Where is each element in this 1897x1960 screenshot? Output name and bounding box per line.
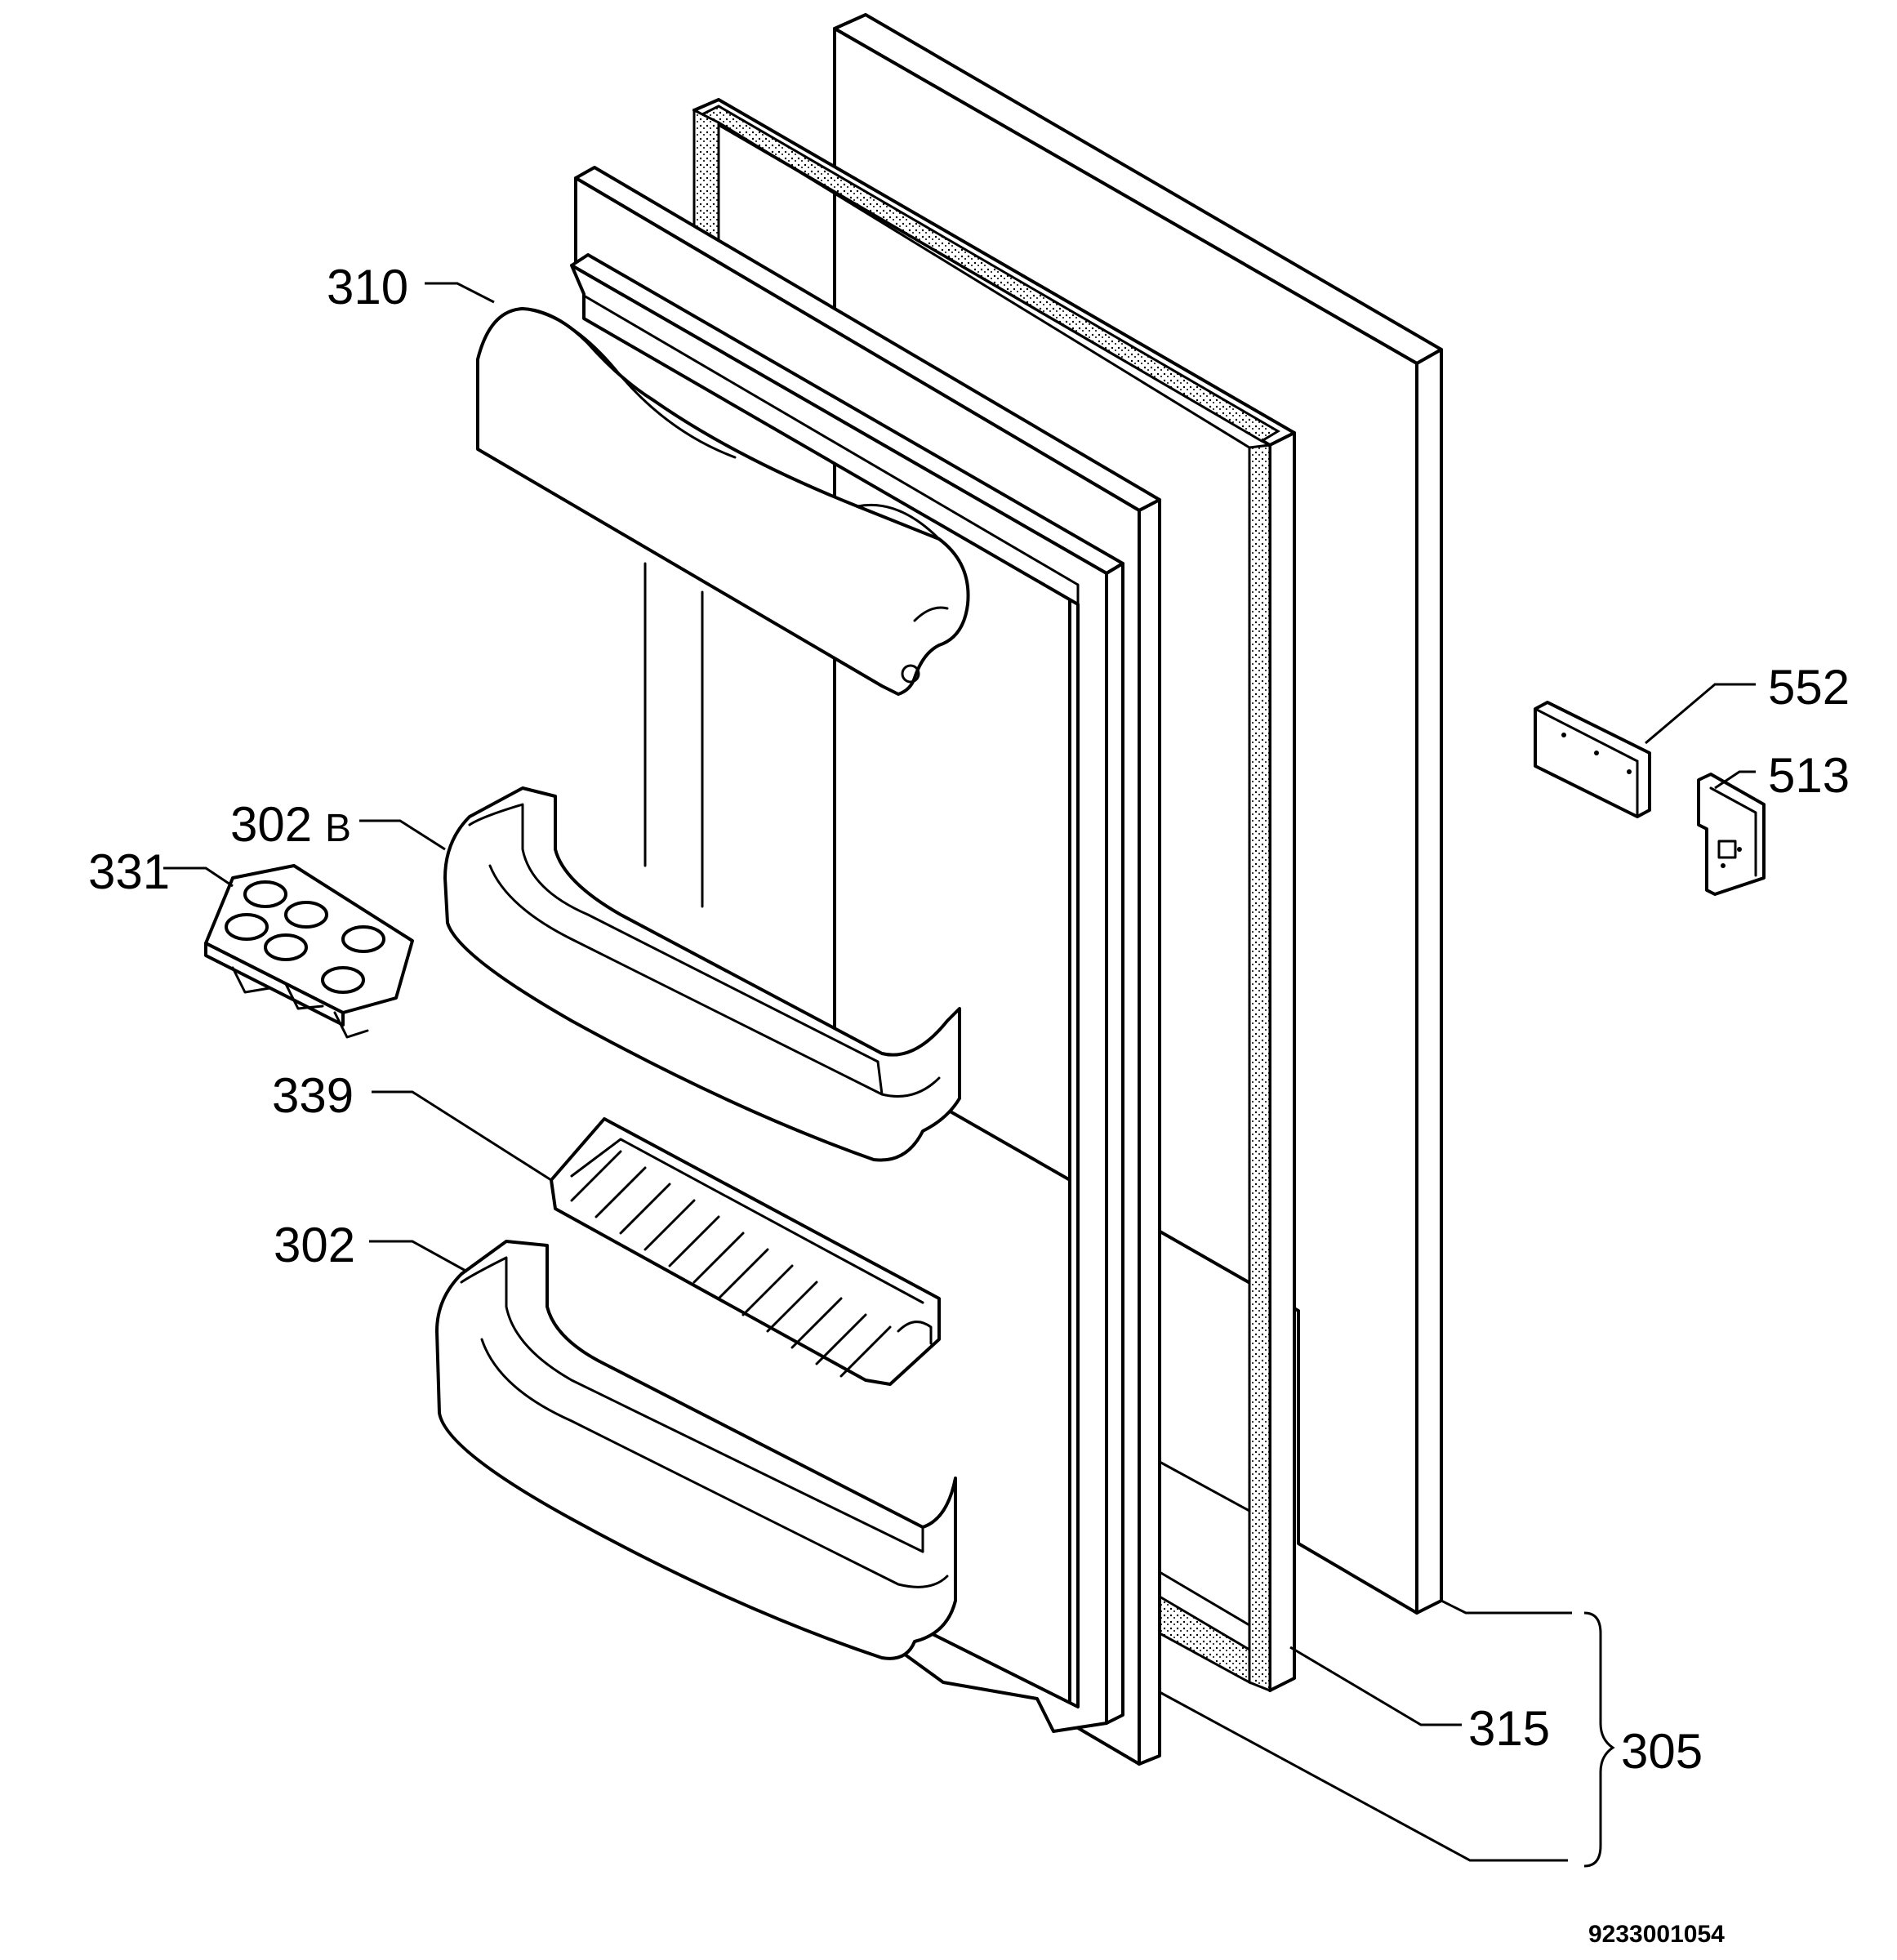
leader-331	[163, 866, 234, 888]
leader-513	[1714, 770, 1756, 790]
callout-305: 305	[1621, 1724, 1703, 1779]
brace-305	[1583, 1611, 1615, 1868]
callout-302: 302	[274, 1218, 355, 1272]
callout-552: 552	[1768, 660, 1850, 715]
door-inner-panel	[570, 253, 1124, 1733]
callout-331: 331	[88, 844, 170, 899]
hinge-bracket	[1697, 773, 1766, 896]
leader-339	[372, 1090, 552, 1182]
callout-315: 315	[1468, 1701, 1550, 1756]
leader-552	[1645, 683, 1756, 745]
callout-513: 513	[1768, 748, 1850, 803]
egg-tray	[204, 864, 414, 1039]
upper-door-shelf	[443, 786, 961, 1162]
callout-310: 310	[327, 260, 408, 314]
leader-302B	[359, 819, 446, 851]
leader-302	[369, 1240, 468, 1273]
callout-302B: 302	[230, 797, 312, 852]
leader-305-bottom	[1159, 1690, 1568, 1862]
callout-labels: 310 302 B 331 339 302 552 513 315 305 92…	[88, 260, 1850, 1948]
leader-lines	[163, 282, 1756, 1868]
callout-302B-suffix: B	[325, 807, 351, 850]
bottle-retainer-grid	[550, 1117, 941, 1386]
lower-door-shelf	[435, 1240, 957, 1660]
hinge-cover-plate	[1534, 701, 1651, 818]
drawing-code: 9233001054	[1588, 1921, 1725, 1948]
callout-339: 339	[272, 1068, 354, 1123]
leader-310	[425, 282, 495, 304]
dairy-compartment-lid	[476, 307, 970, 696]
leader-315	[1289, 1646, 1462, 1726]
leader-305-top	[1441, 1599, 1572, 1615]
